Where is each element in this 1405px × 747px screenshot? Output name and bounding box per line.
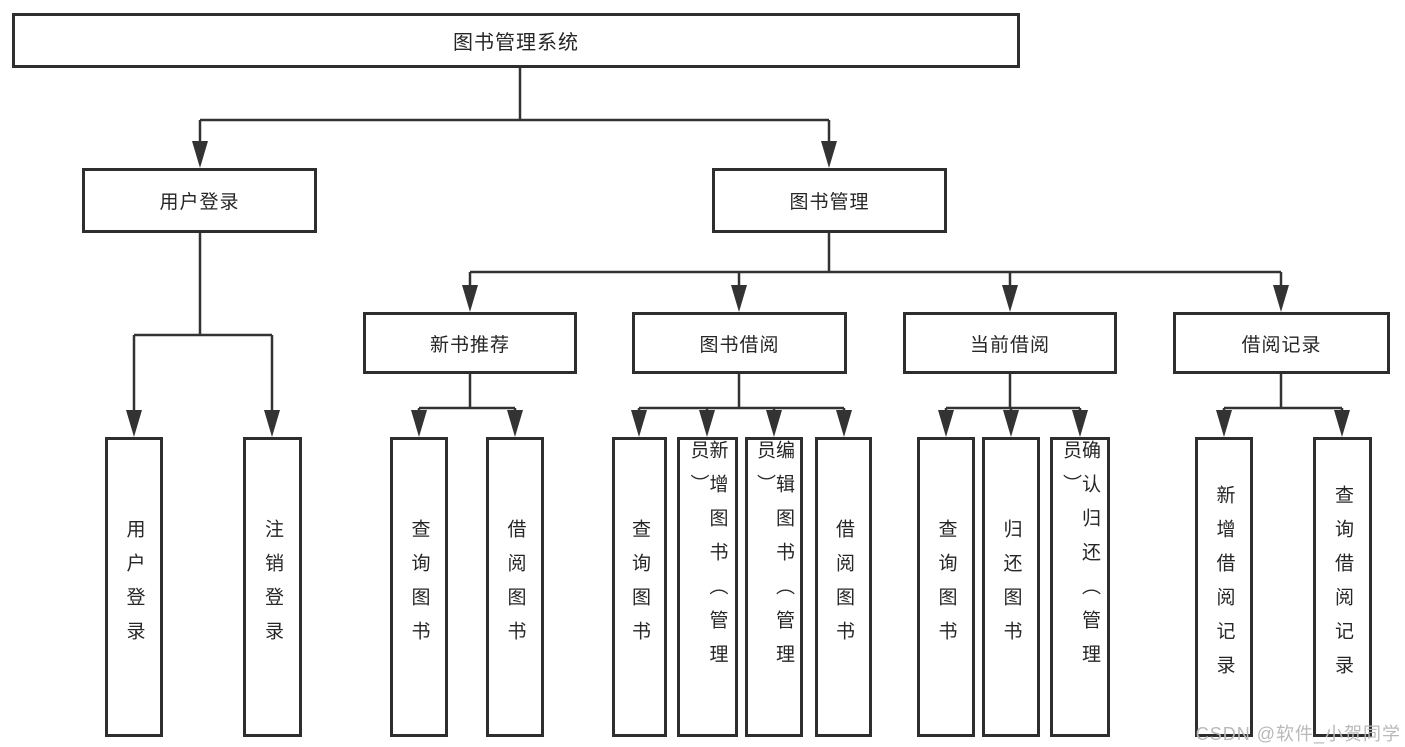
- node-new-book-recommendation-label: 新书推荐: [429, 334, 510, 356]
- node-current-borrowing-label: 当前借阅: [969, 334, 1050, 356]
- node-root-label: 图书管理系统: [453, 32, 579, 54]
- node-user-login: 用户登录: [82, 168, 317, 233]
- node-book-management-label: 图书管理: [789, 192, 870, 213]
- leaf-borrow-books-recommend-label: 借阅图书: [504, 519, 526, 655]
- arrow-down-icon: [1072, 410, 1088, 437]
- arrow-down-icon: [821, 141, 837, 168]
- arrow-down-icon: [1002, 285, 1018, 312]
- arrow-down-icon: [462, 285, 478, 312]
- node-book-borrowing-label: 图书借阅: [699, 334, 780, 356]
- arrow-down-icon: [938, 410, 954, 437]
- node-borrowing-records: 借阅记录: [1173, 312, 1390, 374]
- arrow-down-icon: [731, 285, 747, 312]
- arrow-down-icon: [1273, 285, 1289, 312]
- node-user-login-label: 用户登录: [159, 192, 240, 213]
- node-current-borrowing: 当前借阅: [903, 312, 1117, 374]
- leaf-user-login: 用户登录: [105, 437, 163, 737]
- arrow-down-icon: [264, 410, 280, 437]
- arrow-down-icon: [631, 410, 647, 437]
- leaf-edit-books-admin-label: 编辑图书（管理员）: [754, 440, 794, 678]
- node-new-book-recommendation: 新书推荐: [363, 312, 577, 374]
- arrow-down-icon: [836, 410, 852, 437]
- arrowheads: [126, 141, 1350, 437]
- node-borrowing-records-label: 借阅记录: [1241, 334, 1322, 356]
- node-book-borrowing: 图书借阅: [632, 312, 847, 374]
- leaf-return-books-label: 归还图书: [1000, 519, 1022, 655]
- leaf-query-books-current: 查询图书: [917, 437, 975, 737]
- arrow-down-icon: [1334, 410, 1350, 437]
- leaf-query-books-recommend-label: 查询图书: [408, 519, 430, 655]
- leaf-query-books-borrowing: 查询图书: [612, 437, 667, 737]
- leaf-borrow-books: 借阅图书: [815, 437, 872, 737]
- leaf-borrow-books-label: 借阅图书: [833, 519, 854, 655]
- leaf-borrow-books-recommend: 借阅图书: [486, 437, 544, 737]
- leaf-query-borrow-record-label: 查询借阅记录: [1332, 485, 1353, 689]
- arrow-down-icon: [507, 410, 523, 437]
- arrow-down-icon: [411, 410, 427, 437]
- leaf-logout-label: 注销登录: [262, 519, 283, 655]
- leaf-user-login-label: 用户登录: [123, 519, 145, 655]
- leaf-query-borrow-record: 查询借阅记录: [1313, 437, 1372, 737]
- arrow-down-icon: [1216, 410, 1232, 437]
- leaf-query-books-borrowing-label: 查询图书: [629, 519, 650, 655]
- leaf-confirm-return-admin-label: 确认归还（管理员）: [1060, 440, 1100, 678]
- leaf-query-books-recommend: 查询图书: [390, 437, 448, 737]
- leaf-query-books-current-label: 查询图书: [935, 519, 957, 655]
- node-root: 图书管理系统: [12, 13, 1020, 68]
- leaf-confirm-return-admin: 确认归还（管理员）: [1050, 437, 1110, 737]
- arrow-down-icon: [1003, 410, 1019, 437]
- leaf-add-books-admin-label: 新增图书（管理员）: [687, 440, 728, 678]
- arrow-down-icon: [126, 410, 142, 437]
- leaf-return-books: 归还图书: [982, 437, 1040, 737]
- leaf-add-books-admin: 新增图书（管理员）: [677, 437, 738, 737]
- arrow-down-icon: [699, 410, 715, 437]
- leaf-add-borrow-record: 新增借阅记录: [1195, 437, 1253, 737]
- arrow-down-icon: [192, 141, 208, 168]
- arrow-down-icon: [766, 410, 782, 437]
- leaf-logout: 注销登录: [243, 437, 302, 737]
- node-book-management: 图书管理: [712, 168, 947, 233]
- leaf-edit-books-admin: 编辑图书（管理员）: [745, 437, 803, 737]
- leaf-add-borrow-record-label: 新增借阅记录: [1213, 485, 1235, 689]
